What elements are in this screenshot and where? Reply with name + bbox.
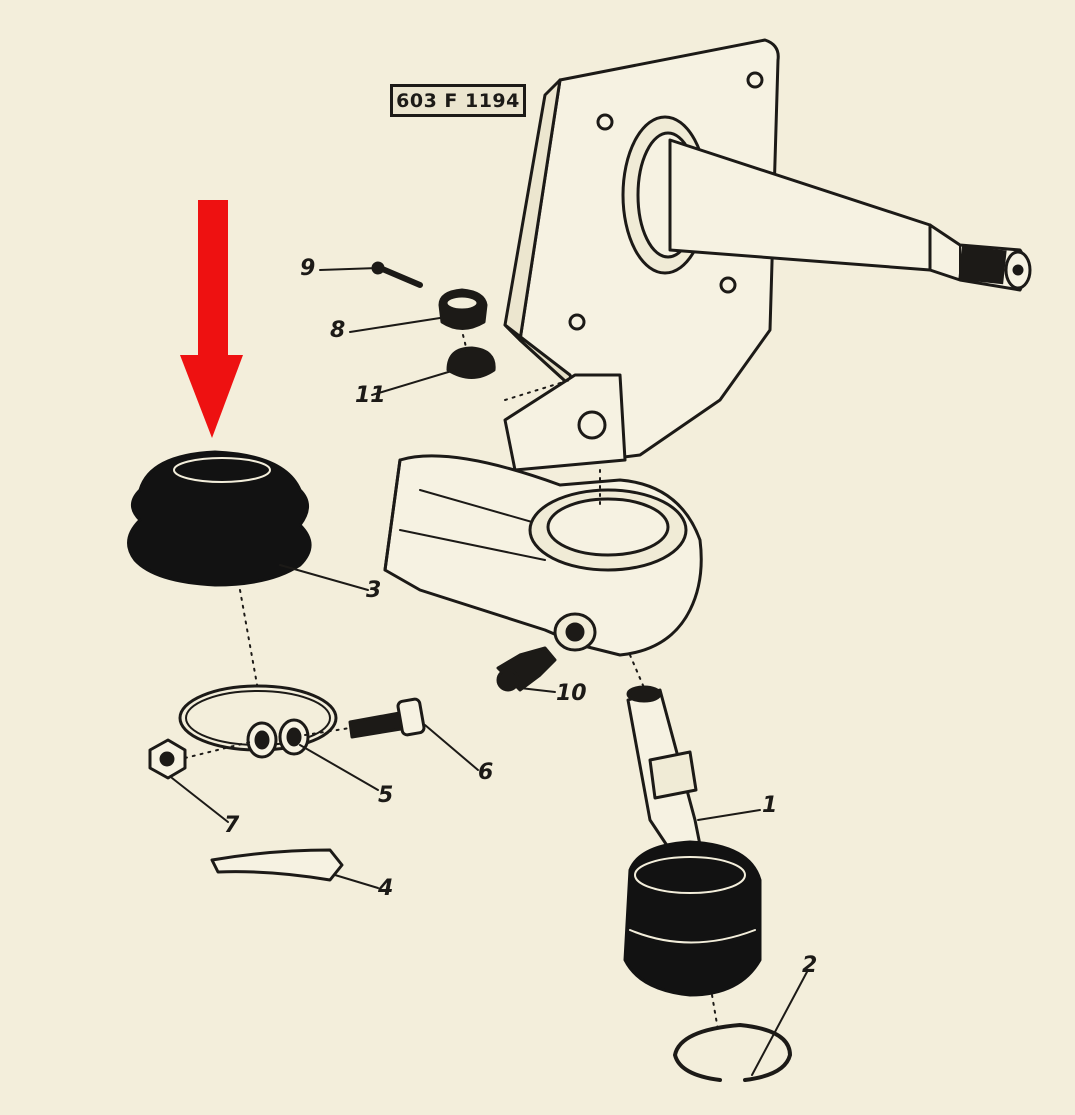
part-5-washers (246, 718, 310, 759)
callout-2: 2 (802, 953, 818, 978)
callout-3: 3 (366, 578, 382, 603)
callout-8: 8 (330, 318, 346, 343)
callout-1: 1 (762, 793, 778, 818)
callout-6: 6 (478, 760, 494, 785)
callout-7: 7 (224, 813, 240, 838)
callout-11: 11 (355, 383, 386, 408)
assembly-lines (184, 334, 719, 1031)
part-7-nut (148, 738, 187, 780)
drawing-reference-label: 603 F 1194 (390, 84, 526, 117)
part-6-screw (348, 697, 426, 739)
part-11-cap (446, 346, 496, 379)
red-arrow (180, 200, 243, 438)
part-2-circlip (673, 1023, 792, 1082)
part-3-bellows (127, 450, 312, 587)
callout-10: 10 (556, 681, 587, 706)
callout-4: 4 (378, 876, 394, 901)
part-8-castle-nut (438, 288, 488, 330)
callout-9: 9 (300, 256, 316, 281)
part-4-shim (210, 848, 344, 882)
part-10-grease-nipple (496, 646, 557, 692)
part-1-ball-joint (623, 685, 762, 997)
callout-5: 5 (378, 783, 394, 808)
stub-axle-spindle (621, 115, 1032, 292)
lower-arm (383, 454, 703, 657)
leader-lines (171, 267, 809, 1076)
part-9-pin (377, 265, 423, 288)
